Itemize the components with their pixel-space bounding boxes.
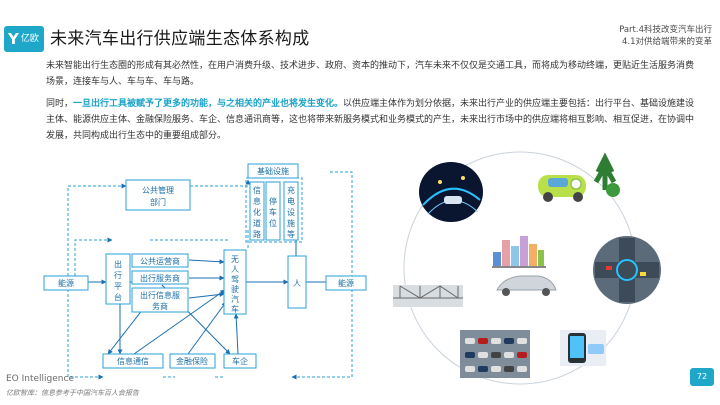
node-person: 人	[293, 279, 301, 288]
node-charging-5: 等	[287, 229, 295, 239]
node-energy: 能源	[58, 278, 74, 288]
logo-text: 亿欧	[20, 34, 39, 44]
node-info-road-5: 路	[253, 229, 261, 239]
node-charging-4: 施	[287, 218, 295, 228]
node-charging-2: 电	[287, 196, 295, 206]
eco-car-image	[538, 152, 620, 202]
node-platform-1: 出	[114, 259, 122, 269]
node-autonomous-6: 车	[231, 304, 239, 314]
node-platform-2: 行	[114, 270, 122, 280]
node-public-transport: 公共运营商	[140, 256, 180, 266]
node-travel-info-1: 出行信息服	[140, 290, 180, 300]
node-autonomous-1: 无	[231, 255, 239, 264]
concept-car-image	[496, 275, 557, 296]
smart-intersection-image	[593, 236, 661, 304]
node-parking-3: 位	[269, 218, 277, 228]
node-platform-4: 台	[114, 292, 122, 302]
node-platform-3: 平	[114, 282, 122, 291]
node-autonomous-2: 人	[231, 265, 239, 274]
node-info-road-4: 道	[253, 218, 261, 228]
node-info-road-3: 化	[253, 207, 261, 217]
node-autonomous-3: 驾	[231, 274, 239, 284]
node-charging-1: 充	[287, 185, 295, 195]
bridge-image	[393, 285, 463, 307]
node-charging-3: 设	[287, 207, 295, 217]
node-public-mgmt-1: 公共管理	[142, 185, 174, 195]
footer-source: 亿欧智库：信息参考于中国汽车百人会报告	[6, 389, 139, 397]
node-info-road-2: 息	[253, 196, 261, 206]
section-label: Part.4科技改变汽车出行 4.1对供给端带来的变革	[619, 24, 712, 48]
node-info-road-1: 信	[253, 185, 261, 195]
footer-brand: EO Intelligence	[6, 374, 74, 384]
node-public-mgmt-2: 部门	[150, 197, 166, 207]
city-buildings-image	[492, 236, 546, 268]
parking-lot-image	[460, 330, 530, 378]
node-infrastructure: 基础设施	[257, 166, 289, 176]
node-energy-right: 能源	[338, 278, 354, 288]
intro-paragraph: 未来智能出行生态圈的形成有其必然性，在用户消费升级、技术进步、政府、资本的推动下…	[46, 61, 695, 87]
page-title: 未来汽车出行供应端生态体系构成	[50, 29, 310, 49]
logo-mark: Y	[8, 30, 19, 48]
section-part: Part.4科技改变汽车出行	[619, 25, 712, 35]
para-prefix: 同时，	[46, 99, 74, 109]
node-telecom: 信息通信	[117, 356, 149, 366]
node-autonomous-5: 汽	[231, 294, 239, 304]
logo: Y 亿欧	[4, 26, 44, 52]
section-sub: 4.1对供给端带来的变革	[621, 37, 712, 47]
node-finance: 金融保险	[176, 356, 208, 366]
node-travel-info-2: 务商	[152, 301, 168, 311]
node-travel-service: 出行服务商	[140, 273, 180, 283]
page-number: 72	[690, 368, 714, 386]
para-rest: 以供应端主体作为划分依据，未来出行产业的供应端主要包括：出行平台、基础设施建设主…	[46, 99, 695, 141]
detail-paragraph: 同时，一旦出行工具被赋予了更多的功能，与之相关的产业也将发生变化。以供应端主体作…	[46, 96, 696, 144]
node-autonomous-4: 驶	[231, 284, 239, 294]
node-parking-2: 车	[269, 207, 277, 217]
para-highlight: 一旦出行工具被赋予了更多的功能，与之相关的产业也将发生变化。	[73, 99, 344, 109]
mobile-payment-image	[560, 330, 606, 366]
smart-driving-image	[419, 162, 483, 222]
node-automaker: 车企	[232, 356, 248, 366]
node-parking-1: 停	[269, 196, 277, 206]
